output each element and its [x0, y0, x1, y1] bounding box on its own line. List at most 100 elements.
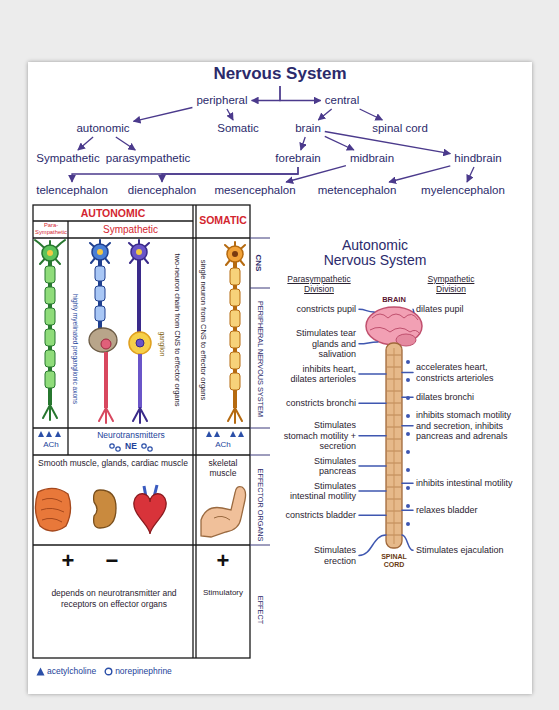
- parasympathetic-neuron-part: [45, 266, 55, 283]
- effect-label: constricts pupil: [280, 304, 356, 315]
- vertical-label: highly myelinated preganglionic axons: [71, 294, 79, 404]
- table-grid-part: [67, 221, 68, 455]
- sympathetic-preganglionic-neuron-part: [95, 306, 105, 321]
- tree-term: hindbrain: [452, 152, 503, 165]
- label-text: +: [196, 549, 250, 573]
- side-ticks-part: [250, 428, 270, 429]
- label-text: Stimulates intestinal motility: [280, 481, 356, 502]
- neurotransmitter-symbols-part: [230, 431, 236, 437]
- vertical-label: single neuron from CNS to effector organ…: [198, 252, 207, 408]
- table-grid-part: [195, 205, 196, 658]
- somatic-neuron-part: [230, 352, 240, 369]
- nerve-fiber: [359, 342, 378, 344]
- legend: acetylcholinenorepinephrine: [36, 666, 180, 677]
- table-grid-part: [33, 220, 193, 221]
- label-text: AUTONOMIC: [33, 207, 193, 220]
- sympathetic-preganglionic-neuron-part: [101, 339, 111, 349]
- parasympathetic-neuron-part: [45, 308, 55, 325]
- label-text: Autonomic Nervous System: [316, 238, 434, 268]
- label-text: highly myelinated preganglionic axons: [71, 294, 79, 404]
- tree-arrow: [280, 86, 321, 101]
- sympathetic-ganglia-part: [406, 360, 410, 364]
- nerve-fiber: [402, 425, 413, 427]
- somatic-neuron-part: [232, 251, 238, 257]
- legend-swatch-shape: [37, 668, 45, 676]
- sympathetic-two-neuron-chain-part: [131, 244, 147, 260]
- label-text: −: [92, 549, 132, 573]
- parasympathetic-neuron-part: [42, 245, 58, 261]
- term-text: Sympathetic: [36, 152, 99, 165]
- vertical-label: EFFECTOR ORGANS: [255, 462, 264, 548]
- text-label: ACh: [196, 440, 250, 450]
- label-text: Sympathetic Division: [414, 274, 488, 294]
- effect-label: Stimulates intestinal motility: [280, 481, 356, 502]
- brain-and-spinal-cord: [366, 307, 422, 548]
- effect-label: dilates pupil: [416, 304, 518, 315]
- vertical-label: PERIPHERAL NERVOUS SYSTEM: [255, 292, 264, 426]
- term-text: brain: [295, 122, 321, 135]
- tree-arrow: [134, 108, 193, 122]
- legend-swatch-shape: [105, 668, 112, 675]
- nerve-fibers: [359, 309, 414, 555]
- tree-term: central: [323, 94, 362, 107]
- label-text: dilates bronchi: [416, 392, 518, 403]
- effect-label: Stimulates ejaculation: [416, 545, 518, 556]
- tree-arrow: [78, 137, 93, 150]
- nerve-fiber: [402, 483, 413, 485]
- term-text: Nervous System: [213, 64, 346, 84]
- tree-term: spinal cord: [370, 122, 430, 135]
- term-text: metencephalon: [318, 184, 397, 197]
- legend-swatch: [104, 667, 113, 676]
- label-text: EFFECT: [255, 580, 264, 640]
- tree-arrow: [360, 109, 383, 120]
- sympathetic-preganglionic-neuron-part: [89, 328, 117, 352]
- term-text: central: [325, 94, 360, 107]
- sympathetic-two-neuron-chain-part: [138, 354, 142, 408]
- label-text: constricts pupil: [280, 304, 356, 315]
- table-grid-part: [33, 454, 250, 455]
- effector-organs-part: [214, 516, 230, 520]
- label-text: Stimulates erection: [280, 545, 356, 566]
- effect-label: inhibits heart, dilates arterioles: [280, 364, 356, 385]
- vertical-label: ganglion: [158, 326, 166, 362]
- effect-label: accelerates heart, constricts arterioles: [416, 362, 518, 383]
- nerve-fiber: [402, 397, 413, 399]
- label-text: depends on neurotransmitter and receptor…: [38, 588, 190, 609]
- label-text: constricts bronchi: [280, 398, 356, 409]
- term-text: parasympathetic: [106, 152, 190, 165]
- neurotransmitter-symbols-part: [214, 431, 220, 437]
- sympathetic-ganglia-part: [406, 378, 410, 382]
- effector-organs-part: [201, 487, 246, 537]
- tree-term: Sympathetic: [34, 152, 101, 165]
- effect-label: Stimulates pancreas: [280, 456, 356, 477]
- side-ticks-part: [250, 238, 270, 239]
- brain-and-spinal-cord-part: [386, 343, 402, 548]
- tree-term: mesencephalon: [212, 184, 297, 197]
- parasympathetic-neuron-part: [35, 240, 65, 264]
- parasympathetic-neuron-part: [45, 371, 55, 388]
- effect-label: constricts bladder: [280, 510, 356, 521]
- sympathetic-ganglia: [406, 360, 410, 526]
- parasympathetic-neuron: [35, 240, 65, 420]
- effector-organs-part: [134, 494, 166, 534]
- label-text: CNS: [254, 242, 263, 284]
- label-text: EFFECTOR ORGANS: [255, 462, 264, 548]
- tree-term: midbrain: [348, 152, 396, 165]
- vertical-label: two-neuron chain from CNS to effector or…: [172, 252, 181, 408]
- text-label: Sympathetic Division: [414, 274, 488, 294]
- label-text: SPINAL CORD: [377, 553, 411, 569]
- effect-label: Stimulates tear glands and salivation: [280, 328, 356, 360]
- tree-term: Nervous System: [211, 64, 348, 84]
- text-label: BRAIN: [376, 295, 412, 304]
- sympathetic-two-neuron-chain-part: [129, 240, 149, 263]
- label-text: Smooth muscle, glands, cardiac muscle: [36, 458, 190, 468]
- term-text: hindbrain: [454, 152, 501, 165]
- tree-arrow: [227, 109, 233, 120]
- legend-item: acetylcholine: [36, 666, 96, 677]
- tree-arrow: [467, 167, 474, 182]
- label-text: two-neuron chain from CNS to effector or…: [172, 252, 181, 408]
- label-text: relaxes bladder: [416, 505, 518, 516]
- term-text: autonomic: [76, 122, 129, 135]
